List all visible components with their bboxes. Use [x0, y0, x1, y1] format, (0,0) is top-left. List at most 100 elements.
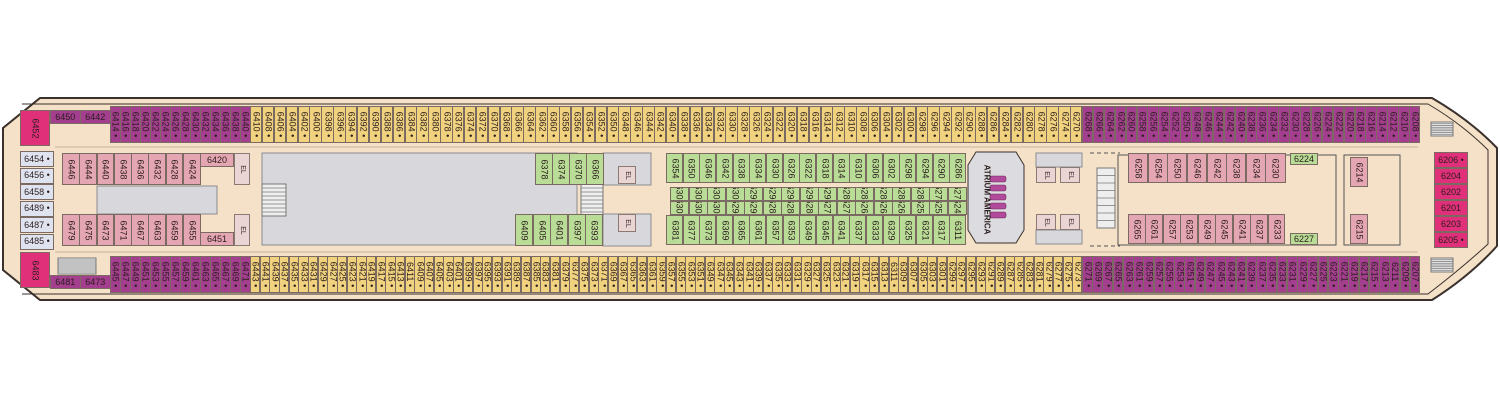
cabin-6473[interactable]: 6473	[80, 275, 111, 289]
cabin-6483[interactable]: 6483	[20, 252, 50, 288]
cabin-6320[interactable]: 6320 •	[784, 106, 798, 143]
cabin-6438[interactable]: 6438 •	[230, 106, 241, 143]
cabin-6407[interactable]: 6407 •	[424, 256, 435, 293]
cabin-6268[interactable]: 6268	[855, 201, 874, 215]
cabin-6325[interactable]: 6325 •	[820, 256, 831, 293]
cabin-6259[interactable]: 6259 •	[1143, 256, 1155, 293]
cabin-6292[interactable]: 6292	[744, 201, 763, 215]
cabin-6354[interactable]: 6354	[666, 153, 684, 183]
cabin-6311[interactable]: 6311 •	[888, 256, 899, 293]
cabin-6231[interactable]: 6231 •	[1286, 256, 1298, 293]
cabin-6467[interactable]: 6467 •	[220, 256, 231, 293]
cabin-6287[interactable]: 6287	[855, 187, 874, 201]
cabin-6234[interactable]: 6234 •	[1267, 106, 1279, 143]
cabin-6241[interactable]: 6241	[1232, 214, 1251, 244]
cabin-6284[interactable]: 6284 •	[998, 106, 1012, 143]
cabin-6308[interactable]: 6308 •	[856, 106, 869, 143]
cabin-6294[interactable]: 6294 •	[939, 106, 952, 143]
cabin-6317[interactable]: 6317	[932, 215, 950, 245]
cabin-6430[interactable]: 6430 •	[190, 106, 201, 143]
cabin-6471[interactable]: 6471 •	[240, 256, 251, 293]
cabin-6401[interactable]: 6401 •	[453, 256, 464, 293]
cabin-6269[interactable]: 6269 •	[1092, 256, 1103, 293]
cabin-6365[interactable]: 6365 •	[627, 256, 638, 293]
cabin-6326[interactable]: 6326	[782, 153, 800, 183]
cabin-6238[interactable]: 6238	[1226, 153, 1247, 183]
cabin-6362[interactable]: 6362 •	[535, 106, 548, 143]
cabin-6238[interactable]: 6238 •	[1245, 106, 1257, 143]
cabin-6400[interactable]: 6400 •	[309, 106, 322, 143]
cabin-6319[interactable]: 6319 •	[849, 256, 860, 293]
cabin-6303[interactable]: 6303	[707, 187, 726, 201]
cabin-6235[interactable]: 6235 •	[1266, 256, 1278, 293]
cabin-6409[interactable]: 6409	[515, 214, 534, 246]
cabin-6226[interactable]: 6226 •	[1310, 106, 1323, 143]
cabin-6456[interactable]: 6456 •	[20, 167, 54, 184]
cabin-6473[interactable]: 6473	[96, 214, 115, 246]
cabin-6301[interactable]: 6301 •	[936, 256, 948, 293]
cabin-6277[interactable]: 6277 •	[1052, 256, 1064, 293]
cabin-6404[interactable]: 6404 •	[285, 106, 299, 143]
cabin-6296[interactable]: 6296 •	[927, 106, 940, 143]
cabin-6433[interactable]: 6433 •	[298, 256, 309, 293]
cabin-6268[interactable]: 6268 •	[1082, 106, 1094, 143]
cabin-6337[interactable]: 6337 •	[762, 256, 773, 293]
cabin-6295[interactable]: 6295	[781, 187, 800, 201]
cabin-6405[interactable]: 6405	[532, 214, 551, 246]
cabin-6439[interactable]: 6439 •	[269, 256, 280, 293]
cabin-6203[interactable]: 6203	[1434, 216, 1468, 232]
cabin-6251[interactable]: 6251 •	[1184, 256, 1196, 293]
cabin-6435[interactable]: 6435 •	[288, 256, 299, 293]
cabin-6278[interactable]: 6278 •	[1034, 106, 1047, 143]
cabin-6341[interactable]: 6341	[832, 215, 850, 245]
cabin-6254[interactable]: 6254 •	[1158, 106, 1170, 143]
cabin-6408[interactable]: 6408 •	[261, 106, 275, 143]
cabin-6210[interactable]: 6210 •	[1398, 106, 1410, 143]
cabin-6389[interactable]: 6389 •	[511, 256, 522, 293]
cabin-6279[interactable]: 6279	[929, 187, 948, 201]
cabin-6249[interactable]: 6249 •	[1194, 256, 1206, 293]
cabin-6242[interactable]: 6242	[1206, 153, 1227, 183]
cabin-6489[interactable]: 6489 •	[20, 200, 54, 217]
cabin-6461[interactable]: 6461 •	[190, 256, 201, 293]
cabin-6209[interactable]: 6209 •	[1399, 256, 1411, 293]
cabin-6239[interactable]: 6239 •	[1245, 256, 1257, 293]
cabin-6263[interactable]: 6263 •	[1122, 256, 1134, 293]
cabin-6321[interactable]: 6321	[916, 215, 934, 245]
cabin-6262[interactable]: 6262 •	[1114, 106, 1127, 143]
cabin-6295[interactable]: 6295 •	[965, 256, 977, 293]
cabin-6479[interactable]: 6479	[62, 214, 80, 246]
cabin-6215[interactable]: 6215	[1350, 214, 1368, 244]
cabin-6341[interactable]: 6341 •	[743, 256, 754, 293]
cabin-6310[interactable]: 6310	[849, 153, 867, 183]
cabin-6308[interactable]: 6308	[670, 201, 689, 215]
cabin-6471[interactable]: 6471	[113, 214, 132, 246]
cabin-6458[interactable]: 6458 •	[20, 184, 54, 200]
cabin-6428[interactable]: 6428	[165, 153, 184, 185]
cabin-6257[interactable]: 6257 •	[1153, 256, 1165, 293]
cabin-6250[interactable]: 6250	[1167, 153, 1188, 183]
cabin-6387[interactable]: 6387 •	[520, 256, 532, 293]
cabin-6327[interactable]: 6327 •	[811, 256, 822, 293]
cabin-6285[interactable]: 6285	[873, 187, 893, 201]
cabin-6378[interactable]: 6378 •	[440, 106, 453, 143]
cabin-6214[interactable]: 6214 •	[1376, 106, 1388, 143]
cabin-6306[interactable]: 6306 •	[868, 106, 881, 143]
cabin-6380[interactable]: 6380 •	[428, 106, 441, 143]
cabin-6222[interactable]: 6222 •	[1332, 106, 1345, 143]
cabin-6225[interactable]: 6225 •	[1317, 256, 1329, 293]
cabin-6463[interactable]: 6463 •	[200, 256, 211, 293]
cabin-6291[interactable]: 6291	[818, 187, 837, 201]
cabin-6318[interactable]: 6318 •	[796, 106, 810, 143]
cabin-6403[interactable]: 6403 •	[443, 256, 454, 293]
cabin-6454[interactable]: 6454 •	[20, 151, 54, 167]
cabin-6437[interactable]: 6437 •	[279, 256, 290, 293]
cabin-6427[interactable]: 6427 •	[327, 256, 338, 293]
cabin-6313[interactable]: 6313 •	[878, 256, 889, 293]
cabin-6300[interactable]: 6300	[707, 201, 726, 215]
cabin-6248[interactable]: 6248 •	[1191, 106, 1203, 143]
cabin-6309[interactable]: 6309 •	[898, 256, 909, 293]
cabin-6413[interactable]: 6413 •	[395, 256, 406, 293]
cabin-6475[interactable]: 6475	[79, 214, 97, 246]
cabin-6330[interactable]: 6330	[766, 153, 784, 183]
